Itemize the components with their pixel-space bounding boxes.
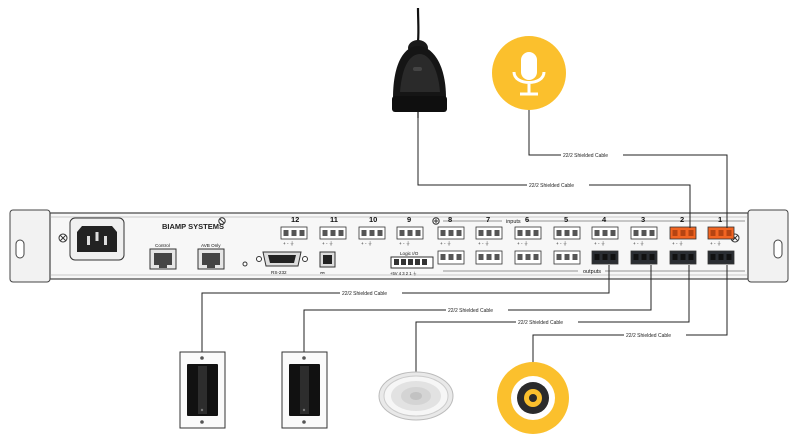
input-terminal[interactable] — [358, 226, 386, 240]
output-terminal[interactable] — [514, 250, 542, 265]
input-terminal[interactable] — [553, 226, 581, 240]
gooseneck-boundary-mic — [392, 7, 447, 118]
wall-plate — [281, 351, 328, 429]
cable-labels: 22/2 Shielded Cable 22/2 Shielded Cable … — [340, 151, 686, 339]
input-terminal-active[interactable] — [707, 226, 735, 240]
channel-number: 6 — [525, 215, 529, 224]
terminal-signs: + - ⏚ — [633, 240, 644, 246]
brand-label: BIAMP SYSTEMS — [162, 222, 224, 231]
channel-5: 5 + - ⏚ — [553, 215, 581, 265]
channel-number: 7 — [486, 215, 490, 224]
channel-4: 4 + - ⏚ — [591, 215, 619, 265]
status-led — [242, 261, 248, 267]
input-terminal[interactable] — [514, 226, 542, 240]
cable-out1 — [532, 265, 728, 363]
logic-io-terminal[interactable] — [390, 256, 434, 269]
channel-number: 8 — [448, 215, 452, 224]
channel-number: 2 — [680, 215, 684, 224]
channel-number: 4 — [602, 215, 607, 224]
terminal-signs: + - ⏚ — [440, 240, 451, 246]
rs232-port[interactable] — [256, 251, 308, 267]
cable-label: 22/2 Shielded Cable — [448, 308, 493, 314]
cable-label: 22/2 Shielded Cable — [342, 291, 387, 297]
output-terminal-active[interactable] — [630, 250, 658, 265]
output-terminal-active[interactable] — [591, 250, 619, 265]
channel-1: 1 + - ⏚ — [707, 215, 735, 265]
channel-11: 11 + - ⏚ — [319, 215, 347, 246]
logic-io-label: Logic I/O — [400, 251, 419, 256]
output-terminal-active[interactable] — [669, 250, 697, 265]
terminal-signs: + - ⏚ — [322, 240, 333, 246]
channel-12: 12 + - ⏚ — [280, 215, 308, 246]
channel-number: 11 — [330, 215, 338, 224]
terminal-signs: + - ⏚ — [517, 240, 528, 246]
terminal-signs: + - ⏚ — [361, 240, 372, 246]
channel-7: 7 + - ⏚ — [475, 215, 503, 265]
channel-number: 10 — [369, 215, 377, 224]
usb-icon: ⎓ — [320, 271, 325, 277]
output-terminal-active[interactable] — [707, 250, 735, 265]
input-terminal[interactable] — [396, 226, 424, 240]
channel-3: 3 + - ⏚ — [630, 215, 658, 265]
cable-label: 22/2 Shielded Cable — [518, 320, 563, 326]
input-terminal[interactable] — [319, 226, 347, 240]
input-terminal[interactable] — [591, 226, 619, 240]
power-inlet — [69, 217, 125, 261]
terminal-signs: + - ⏚ — [710, 240, 721, 246]
channel-8: 8 + - ⏚ — [437, 215, 465, 265]
cable-label: 22/2 Shielded Cable — [626, 333, 671, 339]
control-port-label: Control — [155, 243, 170, 248]
terminal-signs: + - ⏚ — [478, 240, 489, 246]
avb-port-label: AVB Only — [201, 243, 221, 248]
cable-ceiling-mic — [528, 110, 728, 228]
output-terminal[interactable] — [437, 250, 465, 265]
screw-icon — [432, 217, 440, 225]
ethernet-port-avb[interactable] — [197, 248, 225, 270]
channel-10: 10 + - ⏚ — [358, 215, 386, 246]
channel-number: 5 — [564, 215, 568, 224]
outputs-label: outputs — [583, 269, 601, 275]
speaker-icon — [497, 362, 569, 434]
inputs-label: inputs — [506, 219, 521, 225]
ceiling-speaker — [378, 371, 454, 421]
input-terminal[interactable] — [630, 226, 658, 240]
cable-out4 — [201, 265, 610, 352]
wall-plate — [179, 351, 226, 429]
cable-gooseneck-mic — [417, 115, 691, 228]
channel-6: 6 + - ⏚ — [514, 215, 542, 265]
output-terminal[interactable] — [553, 250, 581, 265]
terminal-signs: + - ⏚ — [672, 240, 683, 246]
input-terminal-active[interactable] — [669, 226, 697, 240]
channel-number: 9 — [407, 215, 411, 224]
microphone-icon — [492, 36, 566, 110]
cable-label: 22/2 Shielded Cable — [563, 153, 608, 159]
input-terminal[interactable] — [475, 226, 503, 240]
input-terminal[interactable] — [437, 226, 465, 240]
terminal-signs: + - ⏚ — [283, 240, 294, 246]
rs232-label: RS-232 — [271, 270, 287, 275]
channel-number: 1 — [718, 215, 722, 224]
channel-number: 3 — [641, 215, 645, 224]
screw-icon — [58, 233, 68, 243]
terminal-signs: + - ⏚ — [594, 240, 605, 246]
input-terminal[interactable] — [280, 226, 308, 240]
usb-port[interactable] — [319, 251, 336, 268]
channel-2: 2 + - ⏚ — [669, 215, 697, 265]
channel-terminals: 12+ - ⏚11+ - ⏚10+ - ⏚9+ - ⏚8+ - ⏚7+ - ⏚6… — [280, 215, 735, 265]
dsp-rack-unit: BIAMP SYSTEMS Control AVB Only RS-232 — [9, 209, 789, 283]
terminal-signs: + - ⏚ — [399, 240, 410, 246]
screw-icon — [218, 217, 226, 225]
terminal-signs: + - ⏚ — [556, 240, 567, 246]
cable-label: 22/2 Shielded Cable — [529, 183, 574, 189]
output-terminal[interactable] — [475, 250, 503, 265]
channel-number: 12 — [291, 215, 299, 224]
ethernet-port-control[interactable] — [149, 248, 177, 270]
channel-9: 9 + - ⏚ — [396, 215, 424, 246]
logic-io-pins: +5V 4 3 2 1 ⏚ — [390, 271, 417, 276]
